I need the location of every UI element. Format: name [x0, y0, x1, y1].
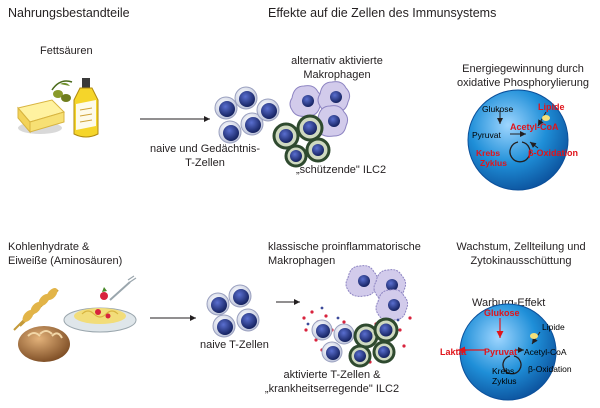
cell1-zyklus: Zyklus — [480, 158, 507, 168]
header-left: Nahrungsbestandteile — [8, 6, 130, 20]
cell1-acetyl-coa: Acetyl-CoA — [510, 122, 559, 132]
macrophage-cluster-2 — [345, 265, 409, 321]
fatty-acids-illustration — [17, 78, 99, 138]
growth-label-line: Zytokinausschüttung — [470, 255, 572, 267]
tcell-label-naive: naive T-Zellen — [200, 339, 269, 351]
cell1-lipide: Lipide — [538, 102, 565, 112]
ilc-label-protective: „schützende" ILC2 — [296, 164, 387, 176]
macro-label-line: Makrophagen — [303, 69, 371, 81]
growth-label-line: Wachstum, Zellteilung und — [456, 241, 586, 253]
ilc2-cluster-1 — [272, 114, 331, 168]
oxphos-cell: Glukose Lipide Pyruvat Acetyl-CoA Krebs … — [467, 89, 578, 191]
carbs-protein-illustration — [13, 275, 137, 362]
cell2-glukose: Glukose — [484, 308, 520, 318]
cell2-zyklus: Zyklus — [492, 376, 517, 386]
cell1-glukose: Glukose — [482, 104, 513, 114]
macro-label-line: Makrophagen — [268, 255, 336, 267]
food-label-line: Eiweiße (Aminosäuren) — [8, 255, 123, 267]
warburg-cell: Glukose Lipide Laktat Pyruvat Acetyl-CoA… — [440, 303, 572, 401]
cell2-beta-oxidation: β-Oxidation — [528, 364, 572, 374]
tcell-cluster-1 — [214, 86, 280, 144]
ilc-label-line: aktivierte T-Zellen & — [283, 369, 381, 381]
macro-label-line: alternativ aktivierte — [291, 55, 383, 67]
ilc-label-line: „krankheitserregende" ILC2 — [264, 383, 400, 395]
cell2-pyruvat: Pyruvat — [484, 347, 517, 357]
cell1-pyruvat: Pyruvat — [472, 130, 501, 140]
cell1-krebs: Krebs — [476, 148, 500, 158]
ilc-label-pathogenic: aktivierte T-Zellen & „krankheitserregen… — [252, 368, 412, 396]
growth-label: Wachstum, Zellteilung und Zytokinausschü… — [446, 240, 596, 268]
cell2-laktat: Laktat — [440, 347, 467, 357]
cell2-krebs: Krebs — [492, 366, 514, 376]
warburg-label: Warburg-Effekt — [472, 297, 546, 309]
activated-cell-cluster — [302, 306, 412, 368]
energy-label: Energiegewinnung durch oxidative Phospho… — [448, 62, 598, 90]
macro-label-classic: klassische proinflammatorische Makrophag… — [268, 240, 421, 268]
macrophage-cluster-1 — [289, 81, 351, 137]
cell2-lipide: Lipide — [542, 322, 565, 332]
tcell-cluster-2 — [206, 284, 260, 338]
macro-label-line: klassische proinflammatorische — [268, 241, 421, 253]
food-label-carbs-protein: Kohlenhydrate & Eiweiße (Aminosäuren) — [8, 240, 122, 268]
header-right: Effekte auf die Zellen des Immunsystems — [268, 6, 497, 20]
food-label-fatty-acids: Fettsäuren — [40, 45, 93, 57]
cell1-beta-oxidation: β-Oxidation — [528, 148, 578, 158]
tcell-label-naive-memory: naive und Gedächtnis- T-Zellen — [140, 142, 270, 170]
energy-label-line: oxidative Phosphorylierung — [456, 77, 590, 89]
food-label-line: Kohlenhydrate & — [8, 241, 90, 253]
tcell-label-line: naive und Gedächtnis- — [149, 143, 261, 155]
tcell-label-line: T-Zellen — [185, 157, 225, 169]
energy-label-line: Energiegewinnung durch — [462, 63, 584, 75]
macro-label-alternative: alternativ aktivierte Makrophagen — [272, 54, 402, 82]
cell2-acetyl-coa: Acetyl-CoA — [524, 347, 567, 357]
